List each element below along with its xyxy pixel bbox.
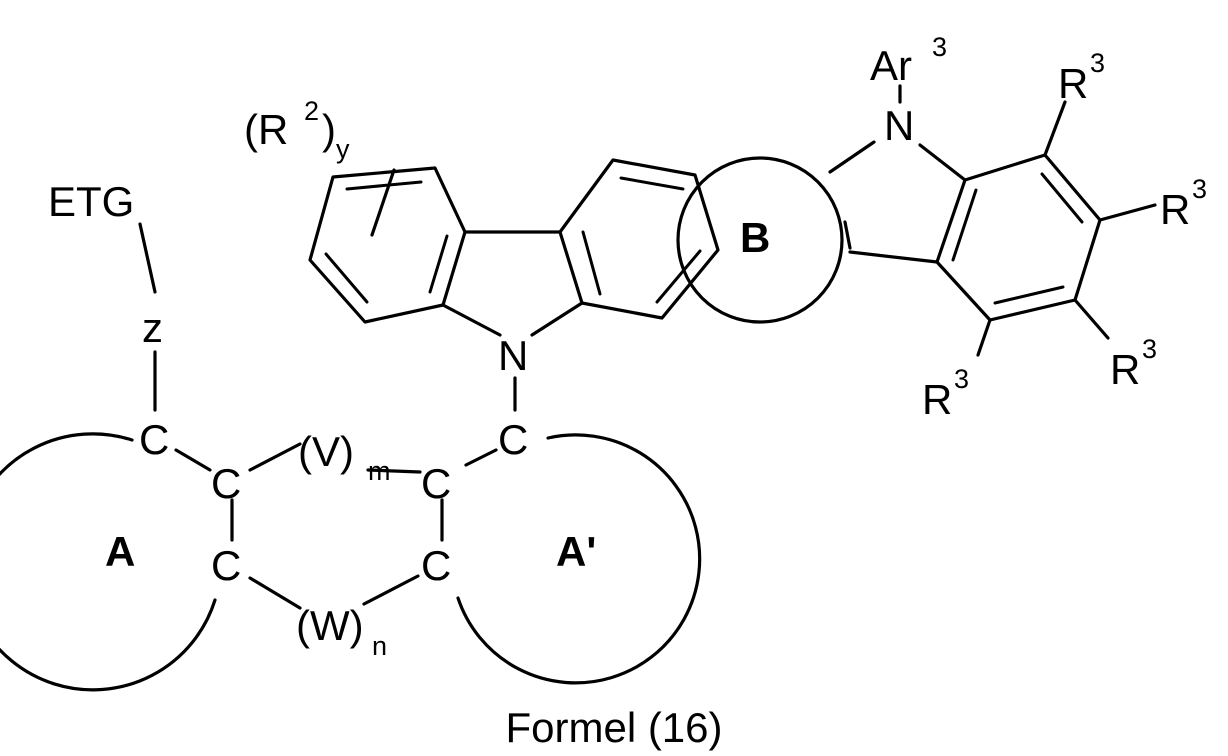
carbon-label: C [139,416,169,463]
carbazole-left-double-2 [326,254,367,302]
r3-label: R [1058,60,1088,107]
bond-r3-right [1100,205,1155,220]
r3-label: R [1160,186,1190,233]
carbon-label: C [498,416,528,463]
w-group-label: (W) [296,602,364,649]
carbon-label: C [211,460,241,507]
carbazole-right-double-2 [621,178,683,189]
carbazole-right-double-1 [583,232,600,294]
left-system-labels: ETG z C C C C C C (V) m (W) n A A' [48,178,596,661]
carbazole-n-label: N [498,332,528,379]
indole-double-3 [995,287,1063,303]
bond-r3-top [1045,102,1065,155]
v-group-label: (V) [298,428,354,475]
bond-r3-lower-left [978,320,990,355]
r3-superscript: 3 [1192,174,1207,204]
carbon-label: C [211,542,241,589]
indole-n-label: N [884,102,914,149]
carbazole-bonds [310,160,718,335]
r3-superscript: 3 [1090,48,1105,78]
r3-superscript: 3 [954,364,969,394]
bond-c-c [176,450,210,470]
ring-b-label: B [740,214,770,261]
bond-c-w [250,578,300,608]
r3-superscript: 3 [1142,334,1157,364]
carbazole-left-double-1 [347,182,421,189]
carbazole-bond-to-n-right [532,303,582,335]
right-system-labels: N (R 2 ) y B N Ar 3 R 3 R 3 R 3 R 3 [244,32,1207,423]
r2-subscript: y [336,134,350,164]
bond-ring-b-side [845,222,850,248]
r3-label: R [922,376,952,423]
etg-label: ETG [48,178,134,225]
v-subscript: m [368,456,391,486]
z-label: z [142,304,163,351]
carbazole-bond-to-n-left [443,305,500,335]
r2-group-close: ) [322,106,336,153]
r2-group-open: (R [244,106,288,153]
carbazole-left-double-3 [430,236,447,292]
carbon-label: C [421,542,451,589]
ring-a-prime-label: A' [556,528,596,575]
bond-c-c-right [466,450,496,465]
carbon-label: C [421,460,451,507]
formula-caption: Formel (16) [505,704,722,751]
ring-a-label: A [105,528,135,575]
bond-n-ring-b-top [830,142,874,172]
r2-attachment-bond [372,170,394,235]
bond-etg-z [140,224,155,292]
ar3-superscript: 3 [932,32,947,62]
bond-c-v [250,444,300,470]
indole-bonds [830,86,1155,355]
bond-w-c [364,576,418,604]
bond-r3-lower-right [1075,300,1108,338]
indole-double-2 [1042,174,1082,222]
carbazole-right-double-3 [657,251,700,302]
w-subscript: n [372,631,387,661]
bond-ring-b-bottom [850,252,937,262]
r2-superscript: 2 [304,96,319,126]
bond-n-benzene [920,145,965,180]
ar3-label: Ar [870,42,912,89]
r3-label: R [1110,346,1140,393]
